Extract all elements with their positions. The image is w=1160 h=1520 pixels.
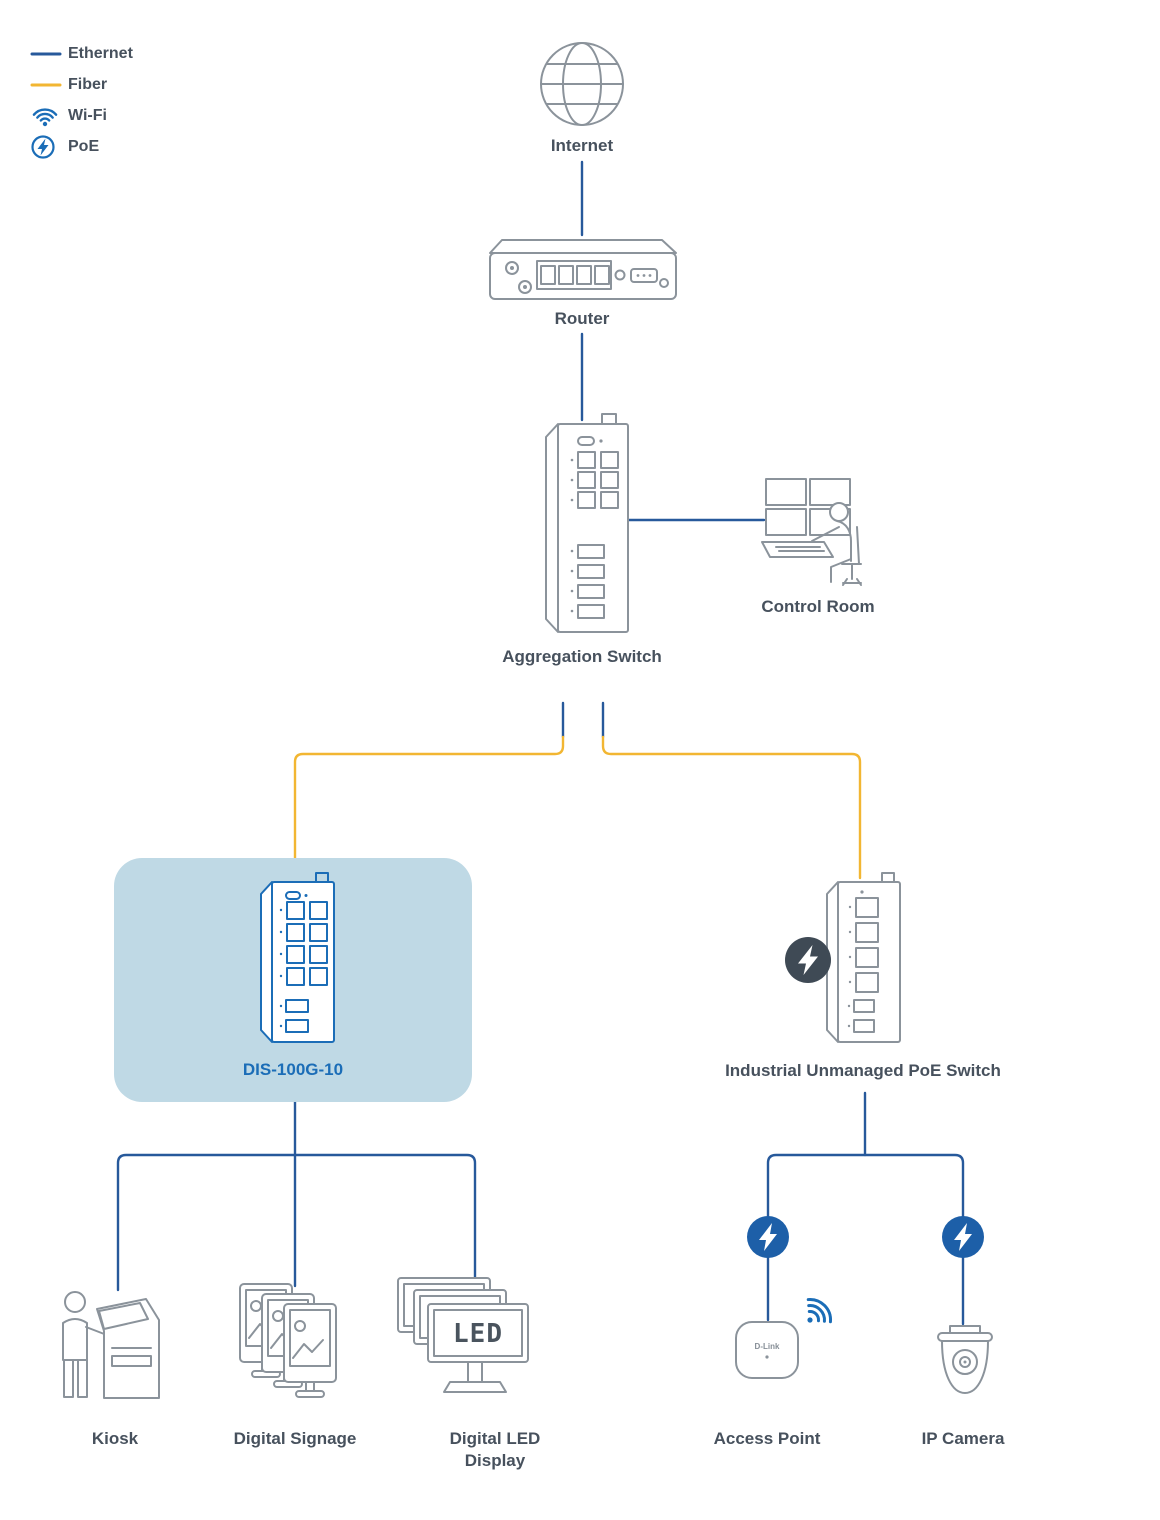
legend-item-fiber: Fiber xyxy=(30,73,133,97)
edge-dis-branches xyxy=(116,1153,477,1292)
digital-led-display-label: Digital LED Display xyxy=(449,1429,541,1471)
digital-signage-icon xyxy=(239,1283,337,1398)
ip-camera-label: IP Camera xyxy=(921,1429,1005,1448)
internet-globe-icon xyxy=(540,42,624,126)
internet-label: Internet xyxy=(550,136,614,155)
fiber-line-swatch xyxy=(30,80,68,90)
router-label: Router xyxy=(554,309,610,328)
digital-led-display-icon: LED xyxy=(397,1277,529,1393)
poe-badge-accesspoint-icon xyxy=(747,1216,789,1258)
kiosk-icon xyxy=(62,1291,160,1399)
aggregation-switch-label: Aggregation Switch xyxy=(502,647,662,666)
edge-fiber-to-dis100g10 xyxy=(293,735,565,864)
access-point-icon: D-Link xyxy=(735,1298,832,1379)
legend-label-fiber: Fiber xyxy=(68,76,108,93)
legend-item-ethernet: Ethernet xyxy=(30,42,133,66)
dis-100g-10-switch-icon xyxy=(260,872,335,1043)
wifi-icon xyxy=(30,105,68,127)
poe-icon xyxy=(30,134,68,160)
control-room-label: Control Room xyxy=(761,597,875,616)
led-screen-text: LED xyxy=(453,1319,503,1349)
dis-100g-10-label: DIS-100G-10 xyxy=(242,1060,344,1079)
ethernet-line-swatch xyxy=(30,49,68,59)
connection-lines xyxy=(116,160,965,1326)
legend-label-ethernet: Ethernet xyxy=(68,45,133,62)
industrial-poe-switch-icon xyxy=(826,872,901,1043)
edge-fiber-to-poe-switch xyxy=(601,735,862,880)
legend: Ethernet Fiber Wi-Fi xyxy=(30,42,133,159)
access-point-brand-text: D-Link xyxy=(755,1342,780,1351)
access-point-label: Access Point xyxy=(713,1429,821,1448)
poe-badge-switch-icon xyxy=(785,937,831,983)
legend-label-wifi: Wi-Fi xyxy=(68,107,107,124)
ip-camera-icon xyxy=(937,1325,993,1394)
digital-signage-label: Digital Signage xyxy=(233,1429,357,1448)
poe-badge-ipcamera-icon xyxy=(942,1216,984,1258)
control-room-icon xyxy=(761,478,862,586)
kiosk-label: Kiosk xyxy=(91,1429,139,1448)
industrial-poe-switch-label: Industrial Unmanaged PoE Switch xyxy=(725,1061,1001,1080)
wifi-signal-icon xyxy=(806,1298,832,1324)
legend-label-poe: PoE xyxy=(68,138,100,155)
legend-item-wifi: Wi-Fi xyxy=(30,104,133,128)
router-icon xyxy=(489,239,677,300)
legend-item-poe: PoE xyxy=(30,135,133,159)
edge-poe-branches xyxy=(766,1153,965,1326)
aggregation-switch-icon xyxy=(545,413,629,633)
